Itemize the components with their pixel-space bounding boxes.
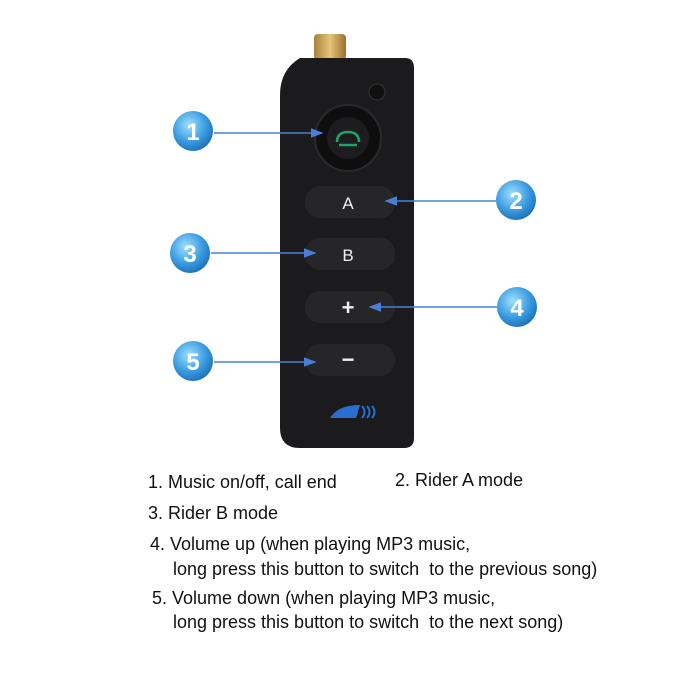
phone-icon: [335, 130, 361, 143]
volume-down-button: [305, 344, 395, 376]
svg-text:3: 3: [183, 241, 196, 268]
volume-up-button: [305, 291, 395, 323]
brand-logo: [330, 405, 360, 418]
svg-text:+: +: [342, 295, 355, 320]
desc-item-4-line2: long press this button to switch to the …: [173, 559, 598, 579]
svg-text:−: −: [342, 347, 355, 372]
button-b: [305, 238, 395, 270]
led-indicator: [368, 83, 386, 101]
svg-text:B: B: [342, 246, 353, 265]
svg-text:4: 4: [510, 295, 524, 322]
desc-item-5-line2: long press this button to switch to the …: [173, 612, 564, 632]
button-a: [305, 186, 395, 218]
callout-2: [496, 180, 536, 220]
desc-item-3: 3. Rider B mode: [148, 503, 279, 523]
svg-text:A: A: [342, 194, 354, 213]
mount-knob: [314, 34, 346, 60]
svg-text:1: 1: [186, 119, 199, 146]
desc-item-4-line1: 4. Volume up (when playing MP3 music,: [150, 534, 471, 554]
callout-1: [173, 111, 213, 151]
desc-item-1: 1. Music on/off, call end: [148, 472, 337, 492]
desc-item-5-line1: 5. Volume down (when playing MP3 music,: [152, 588, 496, 608]
svg-text:5: 5: [186, 349, 199, 376]
svg-text:2: 2: [509, 188, 522, 215]
desc-item-2: 2. Rider A mode: [395, 470, 524, 490]
callout-arrows: [211, 128, 497, 367]
callout-4: [497, 287, 537, 327]
callout-3: [170, 233, 210, 273]
callout-5: [173, 341, 213, 381]
